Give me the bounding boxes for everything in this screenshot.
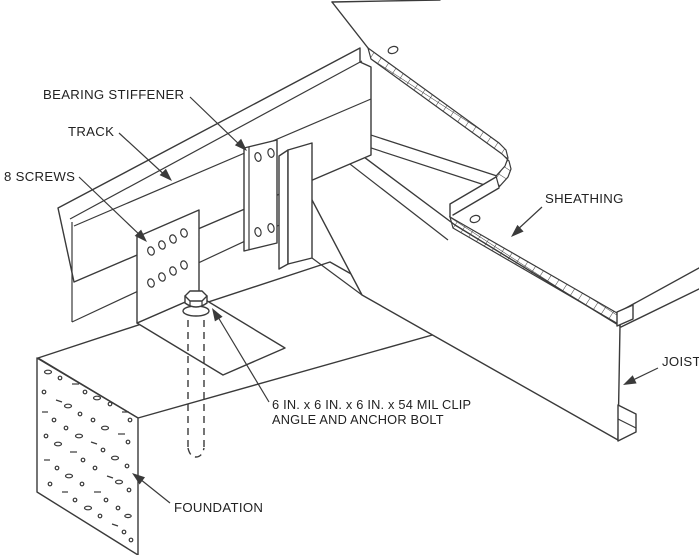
label-screws: 8 SCREWS: [4, 169, 75, 184]
arrowhead-sheathing: [511, 224, 524, 237]
sheathing-top-face: [332, 0, 699, 313]
stud-part: [278, 142, 313, 270]
callouts: BEARING STIFFENER TRACK 8 SCREWS SHEATHI…: [4, 87, 699, 515]
callout-foundation: FOUNDATION: [132, 473, 263, 515]
callout-clip-angle: 6 IN. x 6 IN. x 6 IN. x 54 MIL CLIP ANGL…: [212, 308, 471, 427]
callout-track: TRACK: [68, 124, 172, 181]
label-clip-angle-line1: 6 IN. x 6 IN. x 6 IN. x 54 MIL CLIP: [272, 397, 471, 412]
joist-flange-end: [616, 304, 634, 327]
callout-screws: 8 SCREWS: [4, 169, 147, 242]
sheathing-screw: [469, 214, 481, 224]
track-flange-fold: [69, 60, 363, 220]
stud-side-face: [278, 149, 289, 270]
bolt-head-top: [184, 290, 208, 302]
sheathing-edge-hatch-upper: [366, 46, 512, 189]
arrowhead-foundation: [132, 473, 145, 485]
label-clip-angle-line2: ANGLE AND ANCHOR BOLT: [272, 412, 444, 427]
anchor-bolt-part: [182, 290, 210, 458]
bolt-shank-hidden: [187, 320, 205, 448]
joist-end-part: [616, 304, 637, 442]
label-foundation: FOUNDATION: [174, 500, 263, 515]
sheathing-cut-edge: [449, 176, 500, 218]
label-sheathing: SHEATHING: [545, 191, 624, 206]
foundation-front-face: [36, 357, 139, 555]
callout-sheathing: SHEATHING: [511, 191, 624, 237]
track-body: [57, 47, 372, 283]
arrowhead-joist: [623, 375, 637, 385]
arrowhead-screws: [134, 229, 147, 242]
stud-front-face: [287, 142, 313, 265]
concrete-speckles: [41, 369, 134, 543]
sheathing-part: [331, 0, 699, 328]
stiffener-plate: [243, 139, 278, 252]
track-part: [57, 47, 372, 323]
label-bearing-stiffener: BEARING STIFFENER: [43, 87, 184, 102]
arrowhead-bearing-stiffener: [234, 138, 247, 151]
callout-joist: JOIST: [623, 354, 699, 385]
clip-angle-part: [136, 209, 286, 376]
track-web-bottom: [73, 98, 372, 227]
screw-holes: [147, 228, 188, 288]
callout-bearing-stiffener: BEARING STIFFENER: [43, 87, 247, 151]
arrowhead-track: [159, 168, 172, 181]
bearing-stiffener-part: [243, 139, 278, 252]
label-joist: JOIST: [662, 354, 699, 369]
arrowhead-clip-angle: [212, 308, 223, 322]
label-track: TRACK: [68, 124, 114, 139]
sheathing-screw: [387, 45, 399, 55]
